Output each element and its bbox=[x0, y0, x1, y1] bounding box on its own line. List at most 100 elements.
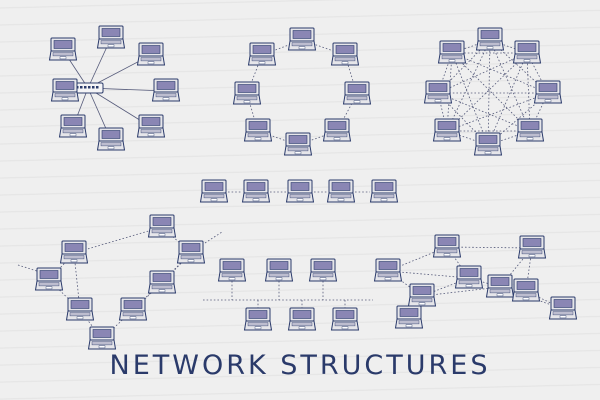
laptop-keyboard bbox=[458, 280, 480, 285]
mesh-link-2-7 bbox=[451, 52, 549, 94]
laptop-keyboard bbox=[291, 322, 313, 327]
laptop-touchpad bbox=[147, 61, 155, 65]
laptop-screen bbox=[347, 84, 367, 93]
mesh-laptop-7 bbox=[437, 40, 467, 64]
ring-laptop-0 bbox=[287, 27, 317, 51]
tree-laptop-2 bbox=[176, 240, 206, 264]
laptop-screen bbox=[313, 261, 333, 270]
laptop-screen bbox=[222, 261, 242, 270]
mesh-laptop-0 bbox=[475, 27, 505, 51]
mesh-laptop-4 bbox=[473, 132, 503, 156]
tree-laptop-4 bbox=[147, 270, 177, 294]
laptop-keyboard bbox=[326, 133, 348, 138]
laptop-touchpad bbox=[210, 198, 218, 202]
laptop-keyboard bbox=[287, 147, 309, 152]
laptop-screen bbox=[335, 45, 355, 54]
laptop-keyboard bbox=[436, 133, 458, 138]
laptop-keyboard bbox=[521, 250, 543, 255]
laptop-touchpad bbox=[559, 315, 567, 319]
laptop-keyboard bbox=[52, 52, 74, 57]
laptop-keyboard bbox=[441, 55, 463, 60]
star-laptop-2 bbox=[136, 42, 166, 66]
laptop-screen bbox=[53, 40, 73, 49]
chain-laptop-1 bbox=[241, 179, 271, 203]
laptop-screen bbox=[92, 329, 112, 338]
laptop-screen bbox=[520, 121, 540, 130]
laptop-keyboard bbox=[203, 194, 225, 199]
laptop-screen bbox=[204, 182, 224, 191]
laptop-keyboard bbox=[489, 289, 511, 294]
laptop-screen bbox=[480, 30, 500, 39]
star-laptop-4 bbox=[151, 78, 181, 102]
laptop-touchpad bbox=[544, 99, 552, 103]
switch-port bbox=[96, 86, 99, 89]
laptop-keyboard bbox=[54, 93, 76, 98]
bus-laptop-top-0 bbox=[217, 258, 247, 282]
laptop-touchpad bbox=[434, 99, 442, 103]
laptop-keyboard bbox=[479, 42, 501, 47]
laptop-touchpad bbox=[294, 151, 302, 155]
laptop-keyboard bbox=[516, 55, 538, 60]
laptop-screen bbox=[288, 135, 308, 144]
laptop-touchpad bbox=[298, 326, 306, 330]
laptop-touchpad bbox=[254, 326, 262, 330]
mesh-laptop-5 bbox=[432, 118, 462, 142]
laptop-touchpad bbox=[254, 137, 262, 141]
pmesh-laptop-2 bbox=[373, 258, 403, 282]
switch-port bbox=[80, 86, 83, 89]
laptop-screen bbox=[292, 30, 312, 39]
laptop-screen bbox=[248, 310, 268, 319]
mesh-link-3-6 bbox=[437, 92, 531, 132]
laptop-touchpad bbox=[522, 297, 530, 301]
laptop-screen bbox=[252, 45, 272, 54]
pmesh-laptop-3 bbox=[454, 265, 484, 289]
laptop-screen bbox=[437, 237, 457, 246]
laptop-keyboard bbox=[334, 57, 356, 62]
mesh-link-3-7 bbox=[451, 52, 531, 132]
laptop-screen bbox=[141, 117, 161, 126]
laptop-keyboard bbox=[377, 273, 399, 278]
switch-port bbox=[84, 86, 87, 89]
laptop-screen bbox=[516, 281, 536, 290]
laptop-screen bbox=[522, 238, 542, 247]
laptop-touchpad bbox=[443, 137, 451, 141]
switch-port bbox=[88, 86, 91, 89]
laptop-screen bbox=[412, 286, 432, 295]
pmesh-laptop-0 bbox=[432, 234, 462, 258]
laptop-touchpad bbox=[243, 100, 251, 104]
laptop-touchpad bbox=[70, 259, 78, 263]
laptop-keyboard bbox=[140, 129, 162, 134]
laptop-touchpad bbox=[252, 198, 260, 202]
laptop-keyboard bbox=[251, 57, 273, 62]
laptop-keyboard bbox=[62, 129, 84, 134]
mesh-laptop-2 bbox=[533, 80, 563, 104]
pmesh-laptop-7 bbox=[394, 305, 424, 329]
ring-laptop-2 bbox=[342, 81, 372, 105]
mesh-laptop-1 bbox=[512, 40, 542, 64]
laptop-touchpad bbox=[228, 277, 236, 281]
laptop-keyboard bbox=[151, 229, 173, 234]
star-laptop-0 bbox=[48, 37, 78, 61]
tree-stub-right bbox=[204, 231, 223, 244]
laptop-keyboard bbox=[346, 96, 368, 101]
mesh-link-1-3 bbox=[526, 52, 531, 132]
laptop-keyboard bbox=[221, 273, 243, 278]
laptop-touchpad bbox=[98, 345, 106, 349]
laptop-screen bbox=[63, 117, 83, 126]
tree-laptop-0 bbox=[147, 214, 177, 238]
laptop-screen bbox=[442, 43, 462, 52]
laptop-keyboard bbox=[268, 273, 290, 278]
laptop-touchpad bbox=[275, 277, 283, 281]
mesh-link-0-3 bbox=[489, 39, 531, 132]
pmesh-laptop-8 bbox=[511, 278, 541, 302]
laptop-screen bbox=[64, 243, 84, 252]
laptop-touchpad bbox=[298, 46, 306, 50]
laptop-keyboard bbox=[330, 194, 352, 199]
laptop-touchpad bbox=[147, 133, 155, 137]
laptop-touchpad bbox=[319, 277, 327, 281]
laptop-touchpad bbox=[107, 44, 115, 48]
laptop-keyboard bbox=[155, 93, 177, 98]
laptop-keyboard bbox=[436, 249, 458, 254]
laptop-touchpad bbox=[107, 146, 115, 150]
